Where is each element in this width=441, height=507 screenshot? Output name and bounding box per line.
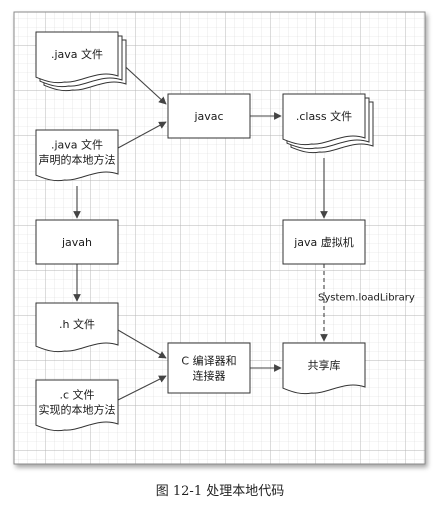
edge-c-file-to-compiler	[117, 375, 167, 401]
node-label: javah	[61, 236, 92, 249]
node-label: 声明的本地方法	[39, 153, 116, 167]
node-label: .java 文件	[51, 47, 103, 61]
edge-label: System.loadLibrary	[318, 293, 415, 304]
box-shape	[167, 342, 251, 394]
edge-java-native-to-javac	[117, 121, 167, 149]
node-label: .c 文件	[59, 388, 94, 402]
box-shape	[282, 219, 366, 265]
edge-line	[117, 121, 167, 149]
node-javah: javah	[35, 219, 119, 265]
node-label: java 虚拟机	[293, 235, 354, 249]
edge-line	[117, 329, 167, 359]
node-label: .h 文件	[59, 317, 95, 331]
node-label: javac	[193, 110, 223, 123]
edge-h-file-to-compiler	[117, 329, 167, 359]
node-javac: javac	[167, 93, 251, 139]
document-shape	[35, 129, 119, 182]
node-label: .class 文件	[296, 109, 352, 123]
document-shape	[35, 379, 119, 432]
node-shared-lib: 共享库	[282, 342, 366, 395]
node-label: C 编译器和	[181, 354, 236, 368]
node-class-file: .class 文件	[282, 93, 374, 154]
node-label: .java 文件	[51, 138, 103, 152]
node-label: 实现的本地方法	[39, 403, 116, 417]
edge-jvm-to-shared-lib: System.loadLibrary	[318, 264, 415, 342]
edge-line	[117, 375, 167, 401]
figure-caption: 图 12-1 处理本地代码	[156, 484, 284, 499]
box-shape	[35, 219, 119, 265]
node-jvm: java 虚拟机	[282, 219, 366, 265]
document-shape	[35, 302, 119, 353]
node-label: 共享库	[308, 358, 341, 372]
node-h-file: .h 文件	[35, 302, 119, 353]
document-shape	[282, 342, 366, 395]
node-java-file: .java 文件	[35, 31, 127, 92]
edges-layer: System.loadLibrary	[73, 59, 415, 401]
document-shape	[35, 31, 119, 84]
node-label: 连接器	[193, 370, 226, 383]
document-shape	[282, 93, 366, 146]
box-shape	[167, 93, 251, 139]
